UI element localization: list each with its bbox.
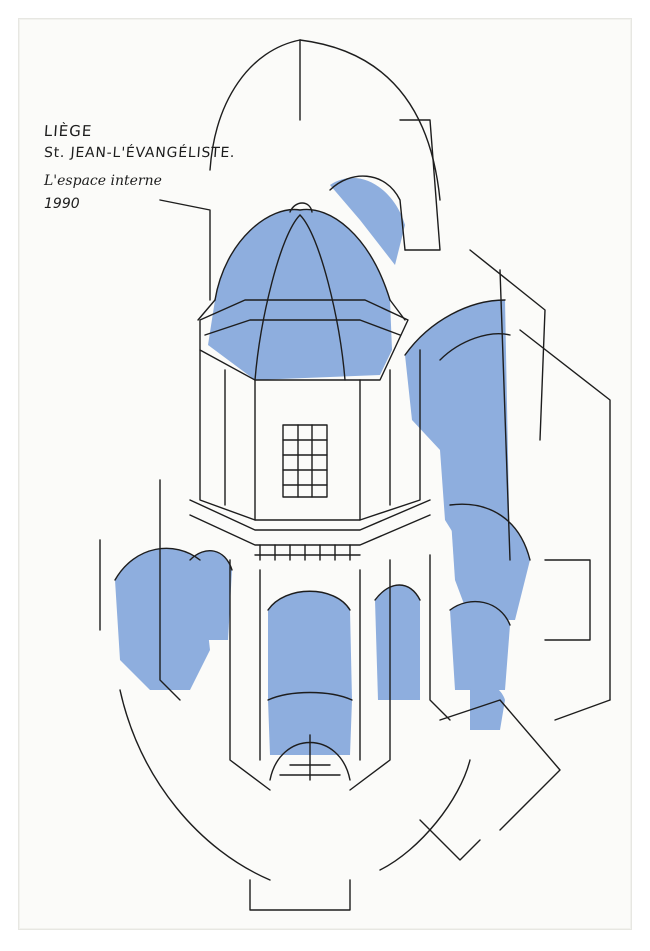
caption-year: 1990 [44,196,80,212]
sketch-caption: LIÈGE St. JEAN-L'ÉVANGÉLISTE. L'espace i… [43,120,236,214]
ink-linework [99,39,611,911]
blue-vault-washes [115,177,530,755]
sketch-paper [18,18,632,930]
caption-subject: L'espace interne [44,173,162,189]
